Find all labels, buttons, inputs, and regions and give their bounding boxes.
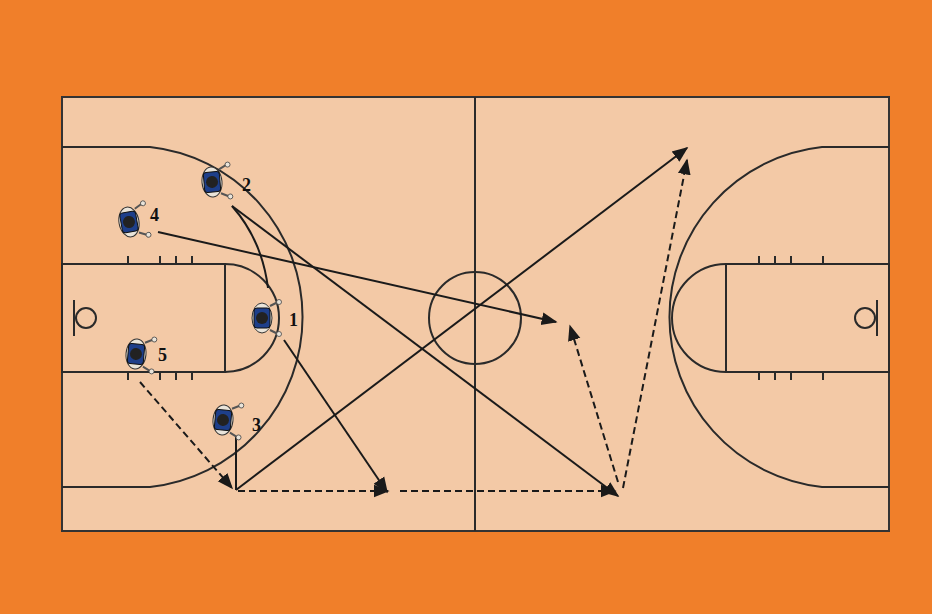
player-number: 4 [150,206,159,224]
player-number: 3 [252,416,261,434]
player-number: 5 [158,346,167,364]
player-number: 1 [289,311,298,329]
player-number: 2 [242,176,251,194]
